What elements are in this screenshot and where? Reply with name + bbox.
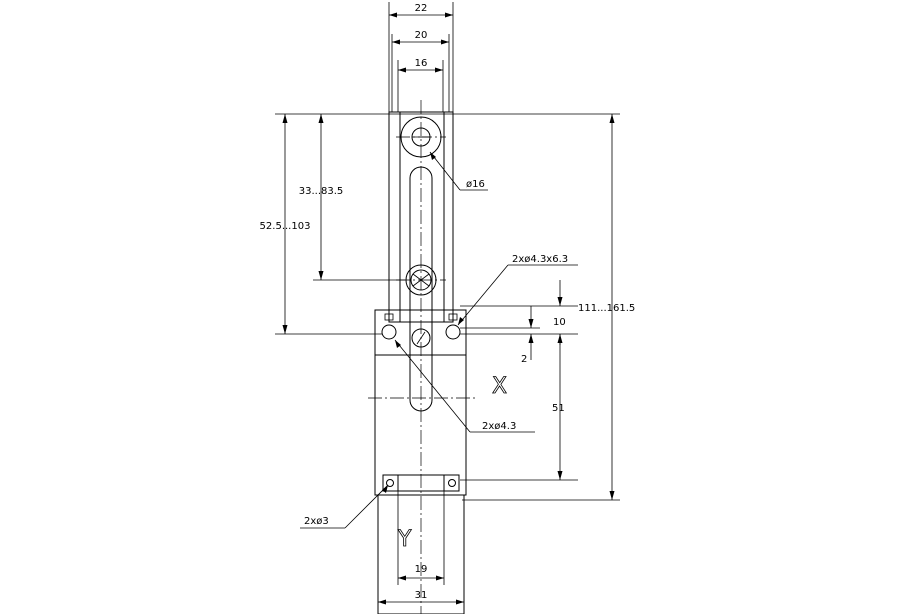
dim-holes-43: 2xø4.3 — [482, 421, 516, 432]
arrow-20-l — [392, 39, 400, 45]
arrow-22-r — [445, 12, 453, 18]
arrow-31-l — [378, 599, 386, 605]
dim-width-31: 31 — [415, 590, 428, 601]
flange-hole-left — [386, 479, 394, 487]
arrow-33-t — [318, 114, 324, 123]
dim-slot-holes: 2xø4.3x6.3 — [512, 254, 568, 265]
arrow-33-b — [318, 271, 324, 280]
arrow-19-l — [398, 575, 406, 581]
arrow-2-t — [528, 319, 534, 328]
arrow-22-l — [389, 12, 397, 18]
dim-roller-diameter: ø16 — [466, 179, 485, 190]
arrow-52-t — [282, 114, 288, 123]
leader-d16 — [429, 151, 461, 191]
leader-d3 — [344, 484, 389, 529]
arrow-16-r — [435, 67, 443, 73]
dim-width-19: 19 — [415, 564, 428, 575]
leader-slot — [457, 264, 509, 326]
arrow-31-r — [456, 599, 464, 605]
arrow-10-t — [557, 297, 563, 306]
leader-d43 — [394, 339, 471, 433]
arrow-20-r — [441, 39, 449, 45]
center-lines — [368, 100, 476, 614]
hole-slot-right — [448, 313, 458, 321]
dim-width-20: 20 — [415, 30, 428, 41]
arrow-d43 — [395, 340, 401, 348]
body-outline — [374, 309, 467, 496]
arrow-d16 — [430, 152, 436, 160]
arrow-111-t — [609, 114, 615, 123]
arrow-16-l — [398, 67, 406, 73]
cable-gland — [377, 494, 465, 614]
flange-hole-right — [448, 479, 456, 487]
dimensions: 22 20 16 33...83.5 52.5...103 ø16 — [260, 2, 635, 605]
dim-height-51: 51 — [552, 403, 565, 414]
dim-height-111: 111...161.5 — [578, 303, 635, 314]
arrow-d3 — [382, 485, 388, 493]
arrow-slot — [458, 317, 464, 325]
dim-height-33: 33...83.5 — [299, 186, 344, 197]
dim-height-52: 52.5...103 — [260, 221, 311, 232]
axis-y-label: Y — [397, 527, 412, 552]
dim-height-10: 10 — [553, 317, 566, 328]
lever-slot — [409, 166, 433, 412]
mount-hole-right — [445, 324, 461, 340]
dim-holes-3: 2xø3 — [304, 516, 329, 527]
mount-hole-left — [381, 324, 397, 340]
arrow-111-b — [609, 491, 615, 500]
arrow-2-b — [528, 334, 534, 343]
lever-inner-outline — [399, 111, 445, 323]
axis-x-label: X — [492, 374, 507, 399]
arrow-51-b — [557, 471, 563, 480]
dim-width-22: 22 — [415, 3, 428, 14]
hole-slot-left — [384, 313, 394, 321]
arrow-52-b — [282, 325, 288, 334]
dim-width-16: 16 — [415, 58, 428, 69]
dim-height-2: 2 — [521, 354, 527, 365]
arrow-19-r — [436, 575, 444, 581]
